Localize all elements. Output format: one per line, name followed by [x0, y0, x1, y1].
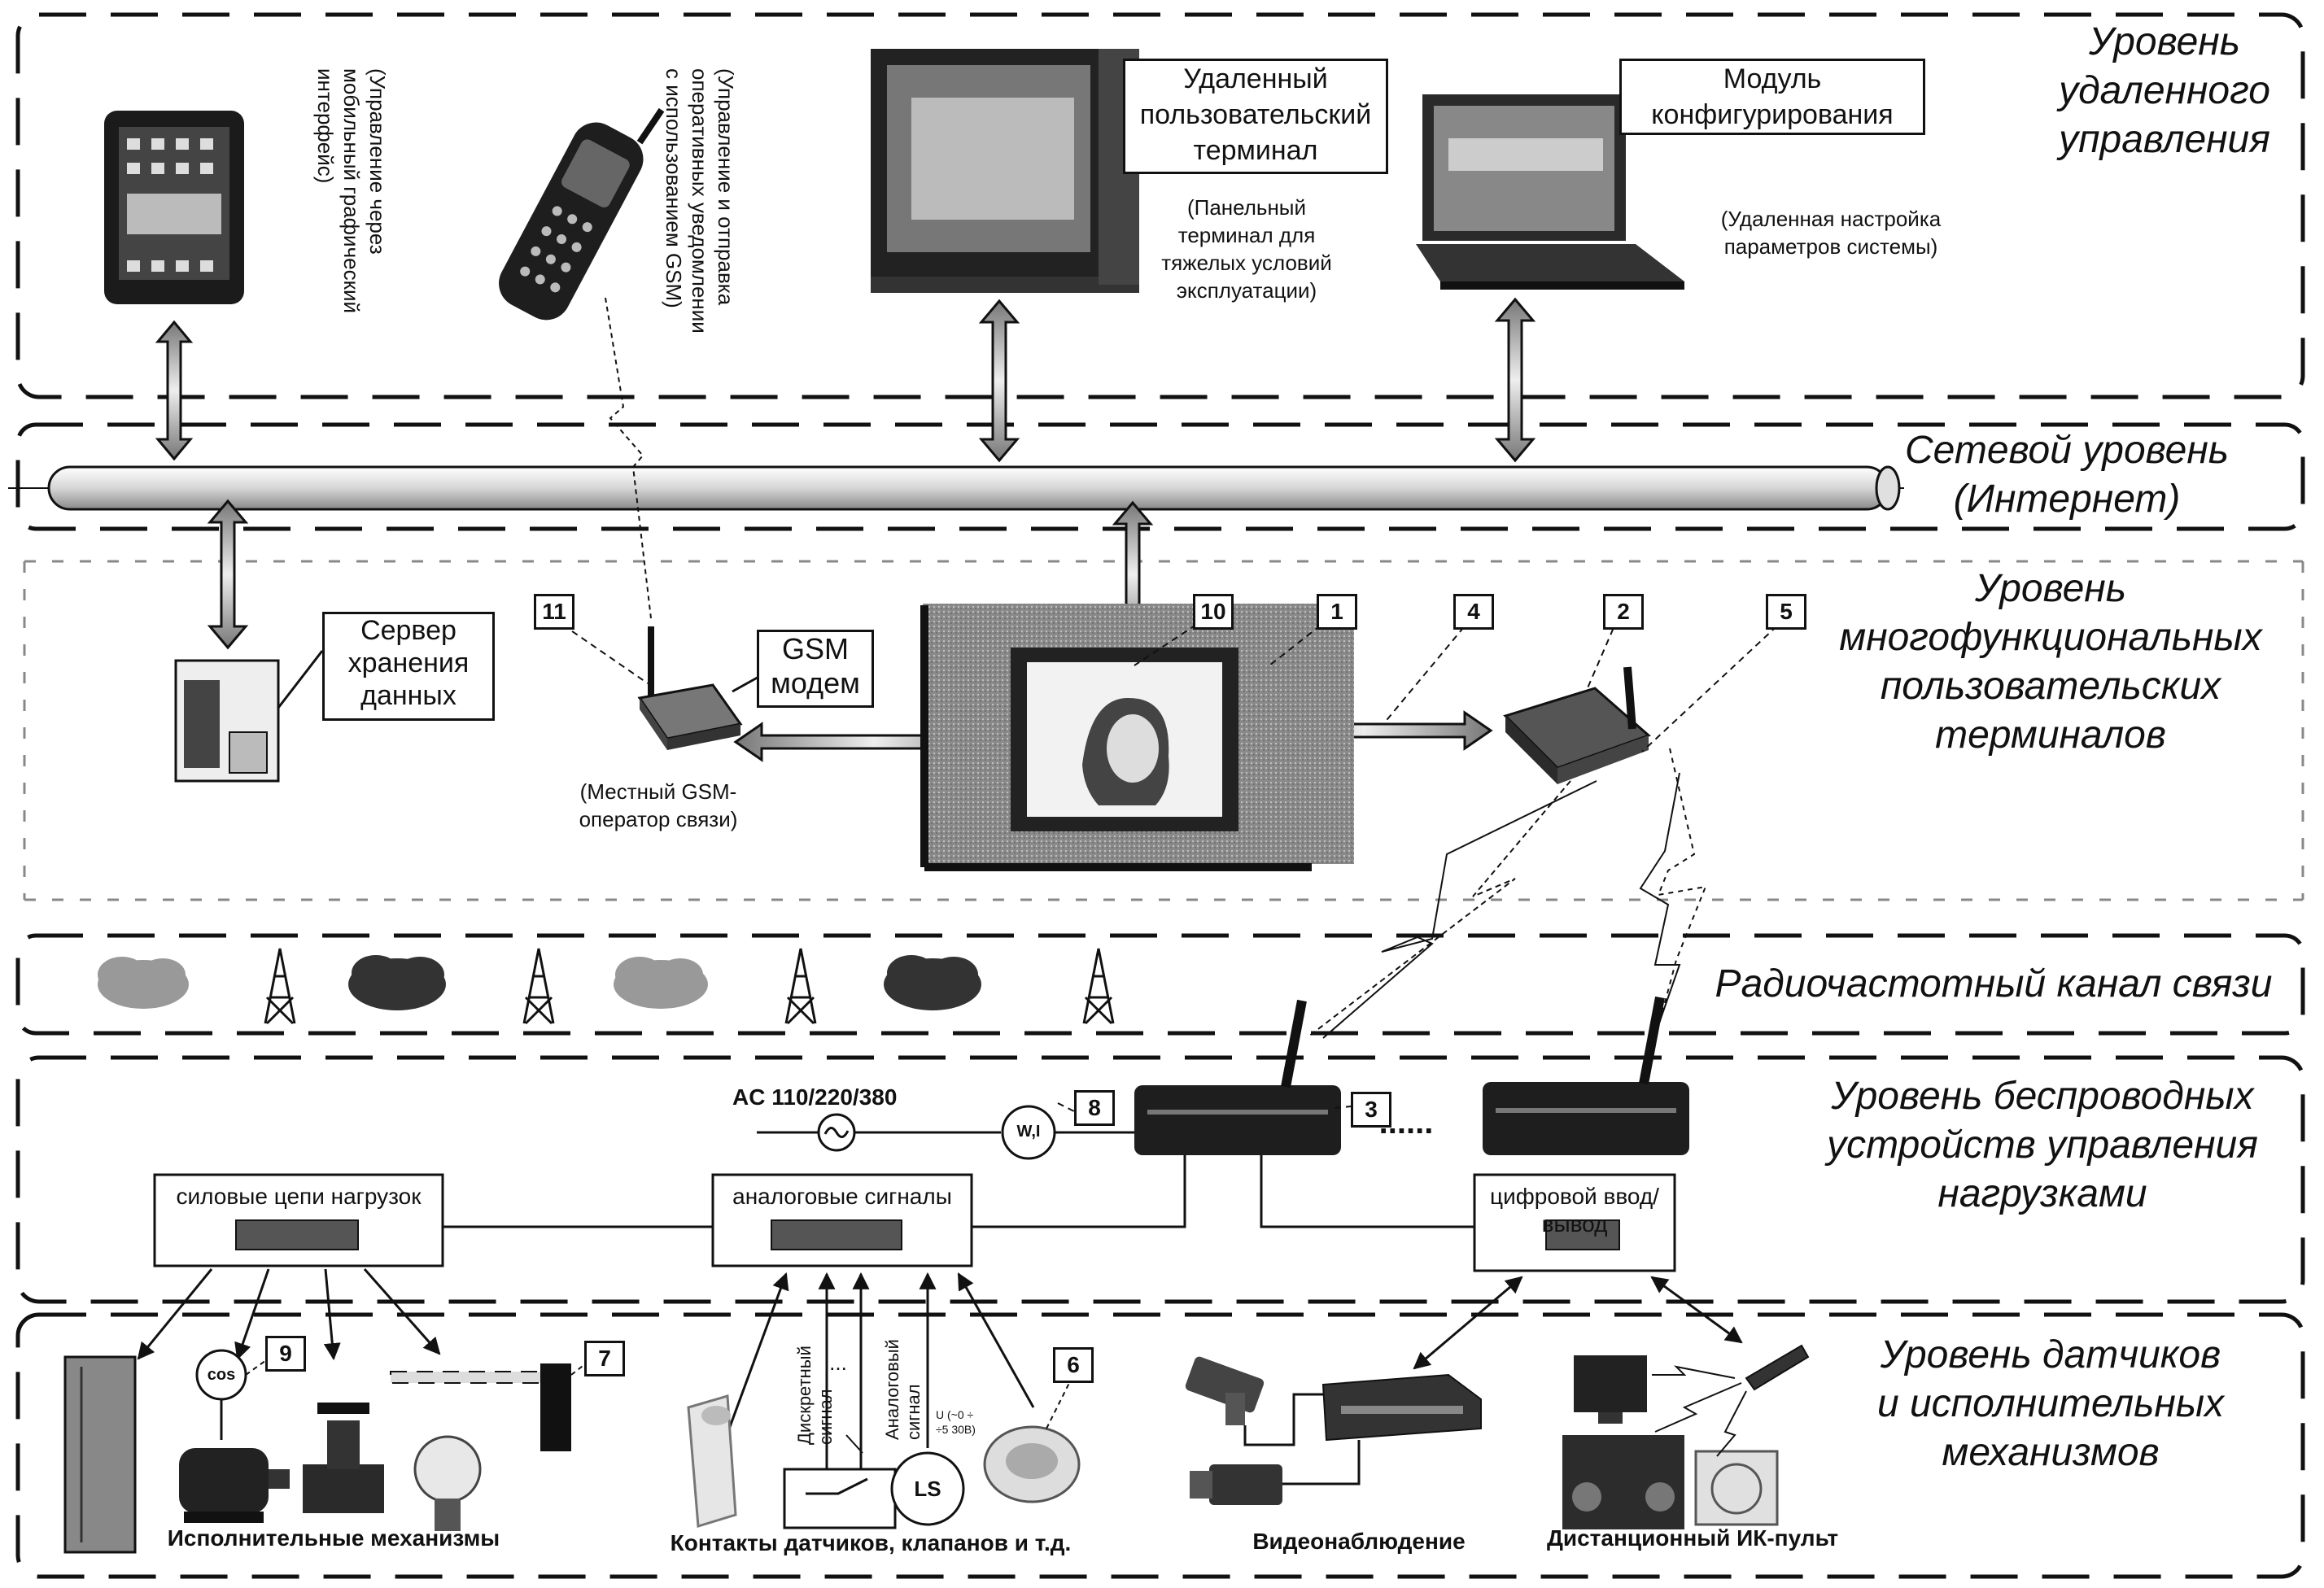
level-title-wireless: Уровень беспроводных устройств управлени… [1827, 1075, 2258, 1215]
tv-icon [1574, 1355, 1647, 1424]
remote-level-frame [15, 12, 2305, 399]
network-level-frame [15, 422, 2305, 531]
module-icon [235, 1219, 1620, 1250]
level-title-remote: Уровень удаленного управления [2059, 20, 2270, 161]
cloud-icon [614, 957, 708, 1009]
callout-8: 8 [1074, 1090, 1115, 1126]
callout-5: 5 [1766, 594, 1806, 630]
callout-4: 4 [1453, 594, 1494, 630]
remote-terminal-caption: (Панельный терминал для тяжелых условий … [1161, 195, 1332, 303]
internet-pipe [8, 465, 1904, 511]
callout-9: 9 [265, 1336, 306, 1372]
radio-links [1308, 748, 1707, 1039]
mobile-phone-icon [499, 107, 665, 321]
contacts-caption: Контакты датчиков, клапанов и т.д. [670, 1530, 1072, 1555]
module-boxes [153, 1173, 1676, 1272]
motor-icon [179, 1448, 290, 1523]
level-title-sensors: Уровень датчиков и исполнительных механи… [1876, 1333, 2225, 1474]
bus-wiring [443, 1155, 1474, 1228]
terminal-level-frame [23, 560, 2304, 901]
level-sensor-icon [890, 1451, 965, 1526]
ir-beams [1652, 1365, 1747, 1457]
tablet-caption: (Управление через мобильный графический … [313, 68, 390, 314]
server-icon [174, 659, 280, 783]
analog-signals-label: аналоговые сигналы [732, 1184, 952, 1209]
dvr-icon [1321, 1373, 1482, 1442]
analog-range-label: U (~0 ÷ ÷5 30В) [936, 1408, 976, 1436]
wireless-controller-icon [1483, 996, 1689, 1155]
gsm-radio-link [605, 297, 652, 619]
radio-tower-icon [1082, 948, 1115, 1025]
gsm-modem-caption: (Местный GSM- оператор связи) [579, 779, 738, 831]
cloud-icon [884, 955, 981, 1010]
ac-label: AC 110/220/380 [732, 1084, 898, 1110]
radio-tower-icon [784, 948, 817, 1025]
router-icon [1503, 666, 1651, 784]
analog-signal-label: Аналоговый сигнал [882, 1339, 924, 1440]
panel-terminal-icon [871, 49, 1139, 293]
digital-io-label: цифровой ввод/вывод [1490, 1184, 1659, 1237]
radio-tower-icon [522, 948, 555, 1025]
callout-7: 7 [584, 1341, 625, 1376]
power-meter-icon [1001, 1105, 1056, 1160]
power-meter-label: W,I [1016, 1123, 1041, 1141]
cloud-icon [348, 955, 446, 1010]
tablet-icon [104, 111, 244, 304]
callout-1: 1 [1317, 594, 1357, 630]
wall-panel-icon [63, 1355, 137, 1554]
callout-11: 11 [534, 594, 574, 630]
wireless-controller-icon [1134, 999, 1341, 1155]
remote-terminal-label: Удаленный пользовательский терминал [1123, 59, 1388, 174]
callout-3: 3 [1351, 1092, 1391, 1128]
laptop-icon [1416, 94, 1684, 290]
wireless-level-frame [15, 1055, 2305, 1304]
callout-6: 6 [1053, 1347, 1094, 1383]
touch-panel-icon [920, 604, 1354, 871]
camera-icon [1190, 1464, 1282, 1505]
pir-sensor-icon [687, 1394, 737, 1528]
config-module-label: Модуль конфигурирования [1619, 59, 1925, 135]
link-arrows [155, 297, 1536, 762]
ac-source-icon [817, 1113, 856, 1152]
radio-level-frame [15, 933, 2305, 1036]
actuator-arrows [137, 1268, 441, 1361]
callout-2: 2 [1603, 594, 1644, 630]
actuators-caption: Исполнительные механизмы [167, 1525, 500, 1551]
ir-remote-caption: Дистанционный ИК-пульт [1546, 1525, 1839, 1551]
sensor-level-frame [15, 1312, 2305, 1579]
digital-io-arrows [1413, 1276, 1743, 1370]
level-title-radio: Радиочастотный канал связи [1715, 962, 2273, 1006]
cos-label: cos [207, 1366, 236, 1384]
sensor-ellipsis: ... [829, 1350, 847, 1375]
ls-label: LS [914, 1477, 941, 1501]
gsm-modem-icon [637, 626, 743, 750]
music-center-icon [1562, 1435, 1684, 1529]
phone-caption: (Управление и отправка оперативных уведо… [662, 68, 738, 334]
level-frames [15, 12, 2305, 1579]
ir-remote-icon [1745, 1344, 1810, 1391]
server-label: Сервер хранения данных [322, 612, 495, 721]
power-circuits-label: силовые цепи нагрузок [176, 1184, 422, 1209]
valve-icon [303, 1403, 384, 1513]
barrier-icon [390, 1363, 587, 1451]
smoke-detector-icon [983, 1382, 1081, 1503]
level-title-terminals: Уровень многофункциональных пользователь… [1839, 567, 2262, 757]
cloud-icon [98, 957, 189, 1009]
lamp-icon [413, 1435, 482, 1531]
video-caption: Видеонаблюдение [1252, 1529, 1466, 1554]
air-conditioner-icon [1694, 1450, 1779, 1526]
camera-icon [1185, 1356, 1265, 1425]
radio-tower-icon [264, 948, 296, 1025]
level-title-network: Сетевой уровень (Интернет) [1905, 429, 2229, 521]
cos-meter-icon [195, 1349, 269, 1440]
callout-10: 10 [1193, 594, 1234, 630]
config-module-caption: (Удаленная настройка параметров системы) [1720, 207, 1942, 259]
switch-contact-icon [783, 1434, 897, 1529]
video-wiring [1243, 1393, 1361, 1485]
gsm-modem-label: GSM модем [757, 630, 874, 708]
